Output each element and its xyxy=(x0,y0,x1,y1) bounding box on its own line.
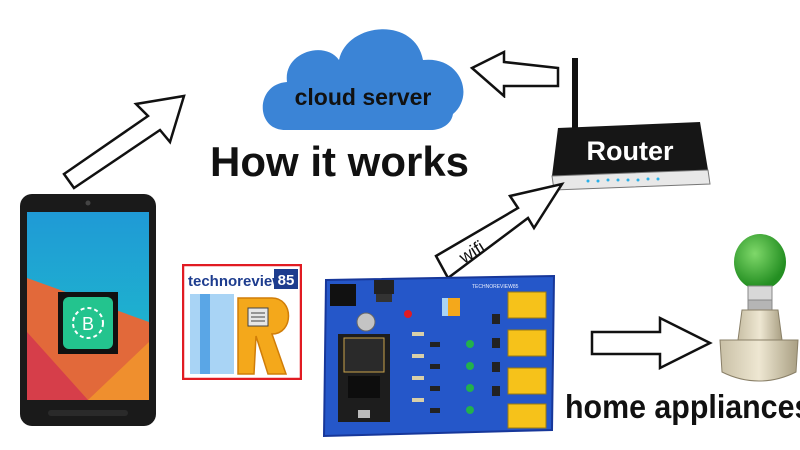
technoreview-logo: technoreview 85 xyxy=(182,264,302,380)
cloud-label: cloud server xyxy=(295,84,432,110)
relay-board: TECHNOREVIEW85 xyxy=(322,274,556,438)
page-title: How it works xyxy=(210,138,470,185)
arrow-board-to-appliance xyxy=(590,315,713,371)
arrow-phone-to-cloud xyxy=(62,94,186,190)
light-bulb-icon xyxy=(719,234,799,382)
board-silkscreen: TECHNOREVIEW85 xyxy=(472,284,519,290)
app-icon-letter: B xyxy=(82,314,94,334)
smartphone: B xyxy=(20,194,156,426)
arrow-router-to-cloud xyxy=(469,49,560,98)
logo-number: 85 xyxy=(278,272,295,289)
router-icon: Router xyxy=(551,58,711,191)
home-appliances-label: home appliances xyxy=(565,388,800,425)
logo-text: technoreview xyxy=(188,273,284,290)
router-label: Router xyxy=(587,136,674,166)
blynk-app-icon xyxy=(63,297,113,349)
arrow-board-to-router: wifi xyxy=(434,182,565,280)
cloud-server-icon: cloud server xyxy=(262,29,464,130)
